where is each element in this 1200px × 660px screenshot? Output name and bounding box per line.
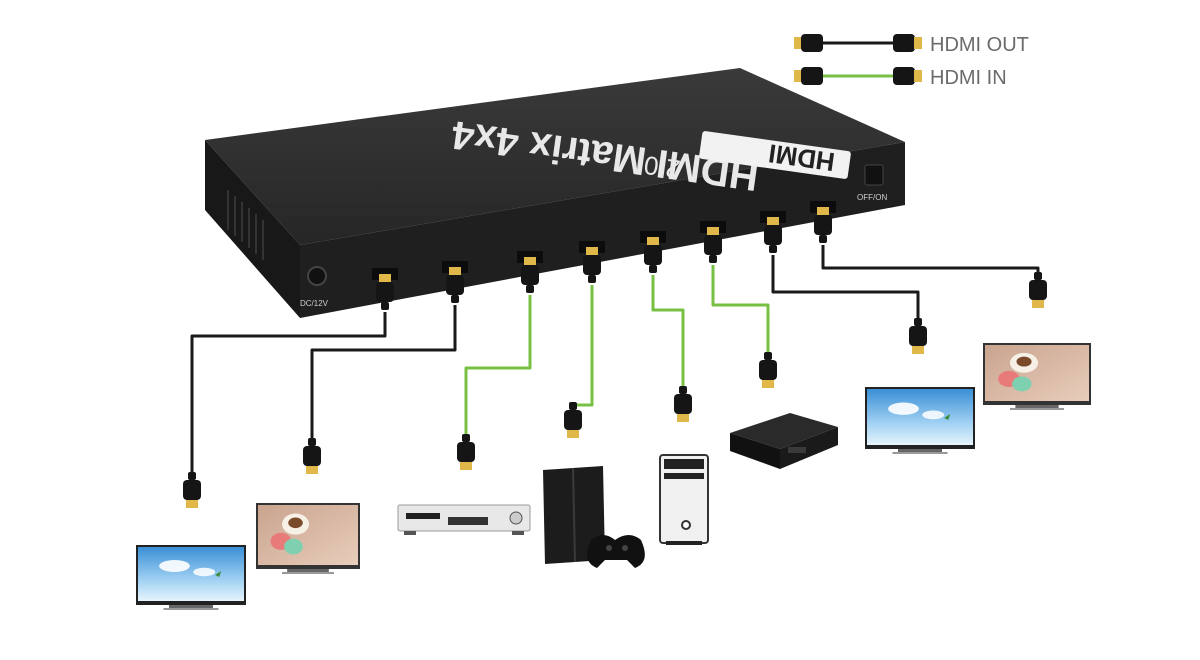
cable-out-2 bbox=[310, 305, 457, 456]
tv-icon bbox=[865, 387, 975, 454]
game-console-icon bbox=[543, 466, 645, 568]
port-connector-2 bbox=[442, 261, 468, 303]
cable-end-plug-3 bbox=[457, 434, 475, 470]
port-connector-8 bbox=[810, 201, 836, 243]
dvd-player-icon bbox=[397, 504, 531, 535]
cable-out-8 bbox=[821, 245, 1040, 290]
hdmi-matrix-device: HDMI Matrix 4x4 2.0 HDMI DC/12V OFF/ON bbox=[205, 68, 905, 318]
tv-icon bbox=[136, 545, 246, 610]
cable-end-plug-5 bbox=[674, 386, 692, 422]
power-switch: OFF/ON bbox=[857, 164, 887, 202]
port-connector-6 bbox=[700, 221, 726, 263]
cables bbox=[183, 245, 1047, 508]
svg-text:OFF/ON: OFF/ON bbox=[857, 193, 887, 202]
port-connector-4 bbox=[579, 241, 605, 283]
hdmi-logo: HDMI bbox=[699, 131, 851, 179]
cable-in-6 bbox=[711, 265, 770, 370]
cable-end-plug-7 bbox=[909, 318, 927, 354]
svg-text:DC/12V: DC/12V bbox=[300, 299, 329, 308]
legend-out-label: HDMI OUT bbox=[930, 34, 1029, 56]
cable-end-plug-1 bbox=[183, 472, 201, 508]
port-connectors bbox=[372, 201, 836, 310]
port-connector-5 bbox=[640, 231, 666, 273]
vent-grille bbox=[227, 190, 264, 260]
cable-end-plug-2 bbox=[303, 438, 321, 474]
cable-out-7 bbox=[771, 255, 920, 336]
cable-in-4 bbox=[571, 285, 594, 420]
cable-end-plug-6 bbox=[759, 352, 777, 388]
pc-tower-icon bbox=[659, 454, 709, 545]
endpoint-devices bbox=[136, 343, 1091, 610]
cable-out-1 bbox=[190, 312, 387, 490]
legend-in-label: HDMI IN bbox=[930, 67, 1007, 89]
dc-power-jack: DC/12V bbox=[300, 266, 329, 308]
cable-in-3 bbox=[464, 295, 532, 452]
set-top-box-icon bbox=[730, 413, 838, 469]
port-connector-3 bbox=[517, 251, 543, 293]
legend-out-cable bbox=[794, 34, 922, 52]
tv-icon bbox=[256, 503, 360, 574]
device-version: 2.0 bbox=[642, 150, 682, 185]
legend-in-cable bbox=[794, 67, 922, 85]
port-connector-7 bbox=[760, 211, 786, 253]
cable-end-plug-8 bbox=[1029, 272, 1047, 308]
legend: HDMI OUT HDMI IN bbox=[794, 34, 1029, 89]
port-connector-1 bbox=[372, 268, 398, 310]
cable-end-plug-4 bbox=[564, 402, 582, 438]
cable-in-5 bbox=[651, 275, 685, 404]
tv-icon bbox=[983, 343, 1091, 410]
